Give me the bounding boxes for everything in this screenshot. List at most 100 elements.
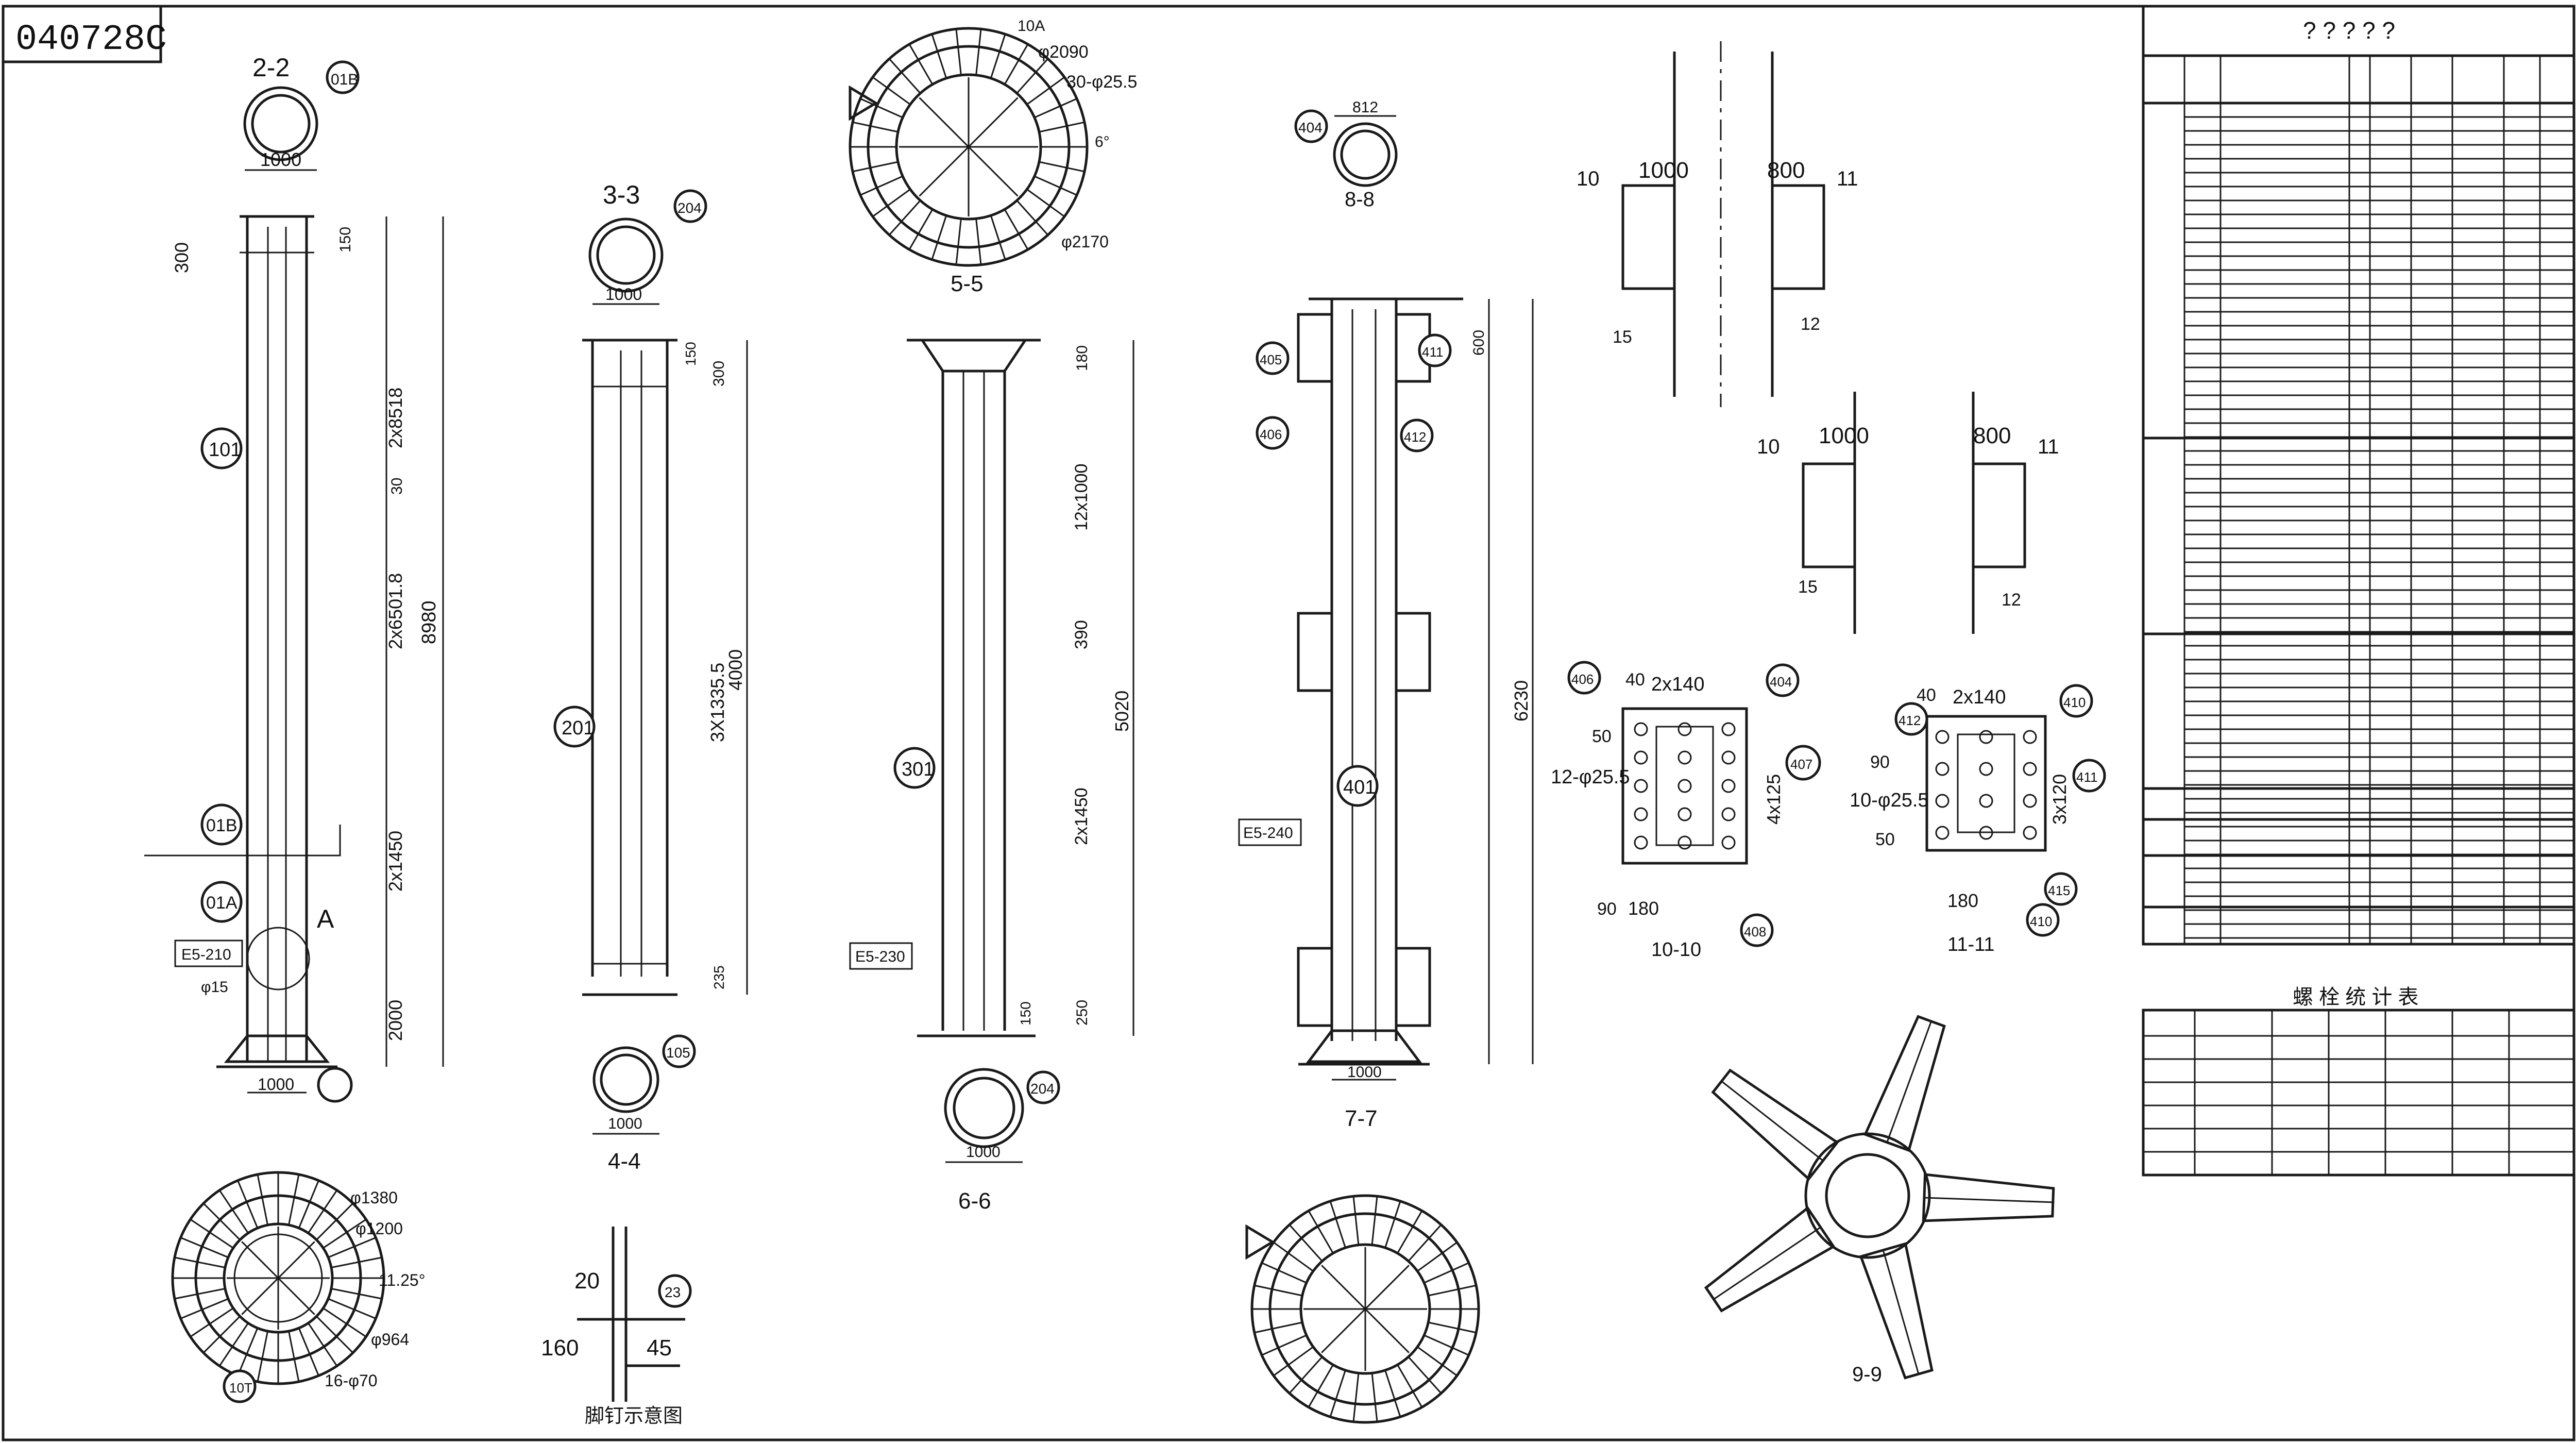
- tube-outer: [588, 217, 664, 293]
- column-401: 6230 600 1000 7-7 401 E5-240 405 406 411…: [1238, 297, 1534, 1131]
- rib: [180, 1237, 229, 1259]
- rib: [1428, 1321, 1477, 1334]
- section-8-8: 404 812 8-8: [1294, 99, 1398, 211]
- center-line: [1321, 1265, 1366, 1310]
- bolt-hole: [1634, 750, 1648, 765]
- rib: [1384, 1370, 1401, 1417]
- part-bubble: [1026, 1070, 1060, 1104]
- rib: [1397, 1364, 1423, 1408]
- part-bubble: [2072, 759, 2106, 793]
- bolt-holes: [1634, 722, 1736, 850]
- top-stiffener: [920, 339, 1028, 373]
- 11-11-p3: 411: [2076, 769, 2097, 785]
- rib: [872, 76, 911, 105]
- rib: [1273, 1346, 1314, 1377]
- tube-inner: [251, 94, 311, 154]
- rib: [202, 1202, 241, 1240]
- 10-10-p3: 407: [1790, 757, 1812, 772]
- part-bubble-01b: [200, 803, 243, 846]
- part-bubble: [2059, 684, 2093, 718]
- tube-outer: [243, 86, 318, 161]
- center-line: [968, 97, 1019, 148]
- flange-holes: 30-φ25.5: [1066, 72, 1137, 92]
- bolt-table-title: 螺 栓 统 计 表: [2293, 986, 2418, 1009]
- column-3-h: 5020: [1111, 691, 1132, 732]
- bolt-hole: [1979, 826, 1993, 840]
- rib: [1026, 189, 1065, 217]
- 11-11-pitch: 3x120: [2049, 774, 2070, 825]
- base-flange-detail: φ1380 φ1200 11.25° φ964 16-φ70 10T: [171, 1171, 426, 1403]
- rib: [174, 1256, 226, 1268]
- rib: [931, 215, 947, 260]
- radial-ribs: [850, 29, 1087, 265]
- center-line: [1364, 1265, 1410, 1310]
- rib: [328, 1237, 376, 1259]
- center-line: [919, 97, 970, 148]
- star-rib-centerline: [1721, 1080, 1824, 1162]
- rib: [331, 1256, 382, 1268]
- radial-ribs: [173, 1172, 384, 1384]
- column-base-stiffener: [224, 1034, 330, 1063]
- rib: [872, 189, 911, 217]
- bolt-hole: [2023, 762, 2037, 776]
- joint-plate: [1297, 612, 1333, 692]
- bolt-hole: [1935, 794, 1950, 808]
- section-9-9: 9-9: [1704, 1015, 2055, 1386]
- center-line: [968, 146, 1019, 197]
- section-11-11-label: 11-11: [1947, 934, 1995, 955]
- star-rib-centerline: [1882, 1250, 1920, 1374]
- rung-d160: 160: [541, 1335, 579, 1361]
- column-3-d150: 150: [1018, 1001, 1033, 1026]
- part-bubble-01a: [200, 881, 243, 923]
- 11-11-w: 2x140: [1953, 686, 2006, 708]
- rib: [955, 29, 962, 75]
- dim-text: 812: [1352, 99, 1378, 116]
- rib: [1039, 161, 1085, 173]
- flange-part: 10A: [1018, 18, 1045, 35]
- rib: [308, 1322, 338, 1367]
- rib: [190, 1218, 234, 1249]
- section-8-8-label: 8-8: [1345, 188, 1375, 211]
- star-rib-centerline: [1886, 1021, 1932, 1143]
- joint-detail-top: 1000 800 10 11 12 15: [1577, 41, 1858, 407]
- column-1-part: 101: [209, 439, 241, 461]
- bolt-hole: [1721, 750, 1736, 765]
- joint-top-t3: 12: [1801, 314, 1820, 334]
- joint-plate: [1395, 947, 1431, 1027]
- part-number: 01B: [331, 71, 358, 88]
- rib: [1408, 1356, 1442, 1394]
- flange-d-inner: φ2170: [1061, 232, 1109, 251]
- star-rib: [1704, 1206, 1836, 1313]
- rib: [323, 1307, 367, 1338]
- flange-ang: 11.25°: [379, 1271, 426, 1289]
- column-2-top: 300: [710, 361, 727, 387]
- flange-angle: 6°: [1095, 133, 1110, 150]
- bolt-hole: [1721, 722, 1736, 736]
- rib: [1261, 1262, 1307, 1284]
- column-1-d150: 150: [337, 227, 354, 253]
- part-bubble-401: [1336, 765, 1379, 807]
- joint-plate: [1395, 612, 1431, 692]
- bolt-hole: [1979, 794, 1993, 808]
- rib: [1004, 44, 1029, 85]
- part-bubble: [223, 1369, 257, 1403]
- bolt-hole: [1935, 730, 1950, 744]
- tube-outer: [944, 1068, 1024, 1148]
- tube-inner: [596, 225, 656, 285]
- parts-table-frame: [2142, 5, 2575, 946]
- 11-11-holes: 10-φ25.5: [1850, 790, 1929, 811]
- rib: [990, 33, 1006, 79]
- view-arrow: [1245, 1224, 1275, 1260]
- rib: [1371, 1196, 1378, 1245]
- column-1-base-dim: 1000: [258, 1075, 294, 1094]
- radial-ribs: [1252, 1196, 1479, 1422]
- plate-outer: [1621, 707, 1748, 865]
- part-number: 404: [1298, 120, 1323, 136]
- joint-mid-t4: 15: [1798, 577, 1818, 597]
- part-bubble: [1256, 416, 1290, 450]
- joint-plate: [1621, 184, 1676, 290]
- column-1-seg1: 2x8518: [385, 388, 406, 448]
- joint-plate: [1802, 462, 1856, 568]
- part-bubble: [1894, 702, 1928, 736]
